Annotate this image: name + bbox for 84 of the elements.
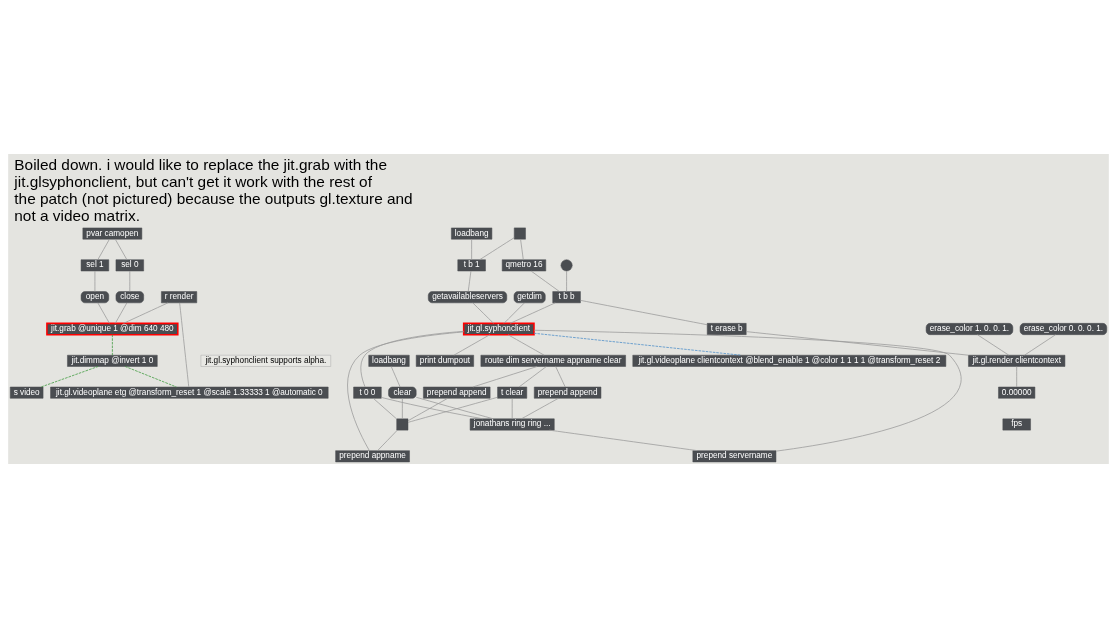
node-box: prepend append (423, 386, 491, 399)
connector (555, 366, 566, 388)
connector (415, 396, 494, 420)
connector (97, 302, 110, 324)
node-box: jit.gl.videoplane etg @transform_reset 1 @scale 1.33333 1 @automatic 0 (50, 386, 329, 399)
connector (1024, 334, 1056, 356)
node-box: t 0 0 (353, 386, 382, 399)
connector (472, 302, 494, 324)
connector (390, 366, 401, 388)
node-box: loadbang (451, 227, 493, 240)
node-box: t b 1 (457, 259, 486, 272)
connector (471, 238, 472, 261)
node-box: fps (1002, 418, 1031, 431)
connector (129, 270, 131, 292)
connector (123, 302, 169, 324)
node-box: t erase b (706, 323, 747, 335)
connector (518, 366, 547, 388)
node-box: loadbang (368, 354, 410, 367)
connector (580, 300, 708, 326)
node-box: open (80, 291, 110, 304)
node-box: prepend appname (335, 450, 410, 463)
connector (511, 398, 513, 420)
node-box: jit.gl.videoplane clientcontext @blend_enable 1 @color 1 1 1 1 @transform_reset 2 (632, 354, 947, 367)
connector (97, 238, 110, 261)
connector (530, 270, 560, 292)
connector (453, 334, 491, 356)
connector (94, 270, 96, 292)
connector (360, 330, 465, 388)
connector (479, 237, 515, 261)
node-box: getavailableservers (428, 291, 508, 304)
node-box: r render (161, 291, 198, 304)
connector (124, 366, 177, 388)
connector (347, 331, 464, 451)
label: jit.gl.syphonclient supports alpha. (205, 355, 327, 365)
node-box: sel 0 (115, 259, 144, 272)
connector (380, 397, 484, 420)
node-box: pvar camopen (82, 227, 143, 240)
node-box: jit.grab @unique 1 @dim 640 480 (46, 322, 179, 336)
node-box: prepend append (534, 386, 602, 399)
connector (407, 396, 498, 423)
connector (179, 302, 190, 388)
connector (503, 302, 525, 324)
connector (377, 429, 398, 452)
node-box: t clear (497, 386, 528, 399)
node-box: clear (388, 386, 417, 399)
node-box: erase_color 1. 0. 0. 1. (925, 323, 1014, 335)
node-box: print dumpout (415, 354, 474, 367)
diagram-title: Boiled down. i would like to replace the jit.grab with the jit.glsyphonclient, but can't get it work with the rest of the patch (not pictured) because the outputs gl.texture and not a video matrix. (14, 156, 413, 225)
node-box: getdim (513, 291, 546, 304)
node-box: sel 1 (80, 259, 110, 272)
node-box: t b b (552, 291, 581, 304)
connector (407, 398, 448, 422)
node-box: s video (9, 386, 44, 399)
connector (566, 270, 567, 292)
connector (111, 334, 113, 356)
connector (114, 302, 128, 324)
node-box: 0.00000 (998, 386, 1036, 399)
connector (1016, 366, 1018, 388)
connector (977, 334, 1010, 356)
node-box (513, 227, 526, 240)
node-box: route dim servername appname clear (480, 354, 626, 367)
connector (521, 398, 559, 420)
node-circle (560, 259, 573, 272)
connector (509, 302, 556, 324)
connector (401, 398, 403, 420)
node-box: qmetro 16 (501, 259, 547, 272)
node-box: close (115, 291, 144, 304)
node-box: jit.gl.syphonclient (462, 322, 535, 336)
connector (533, 332, 742, 356)
node-box: erase_color 0. 0. 0. 1. (1019, 323, 1108, 335)
connector (373, 398, 397, 420)
node-box (396, 418, 409, 431)
connector (40, 366, 99, 388)
connector (746, 331, 969, 356)
node-box: jit.dimmap @invert 1 0 (67, 354, 158, 367)
connector (549, 429, 698, 452)
connector (467, 270, 472, 292)
connector (507, 334, 545, 356)
connector (520, 238, 524, 261)
connector (472, 366, 538, 388)
node-box: jonathans ring ring ... (469, 418, 555, 431)
node-box: prepend servername (692, 450, 777, 463)
node-box: jit.gl.render clientcontext (968, 354, 1066, 367)
connector (114, 238, 128, 261)
